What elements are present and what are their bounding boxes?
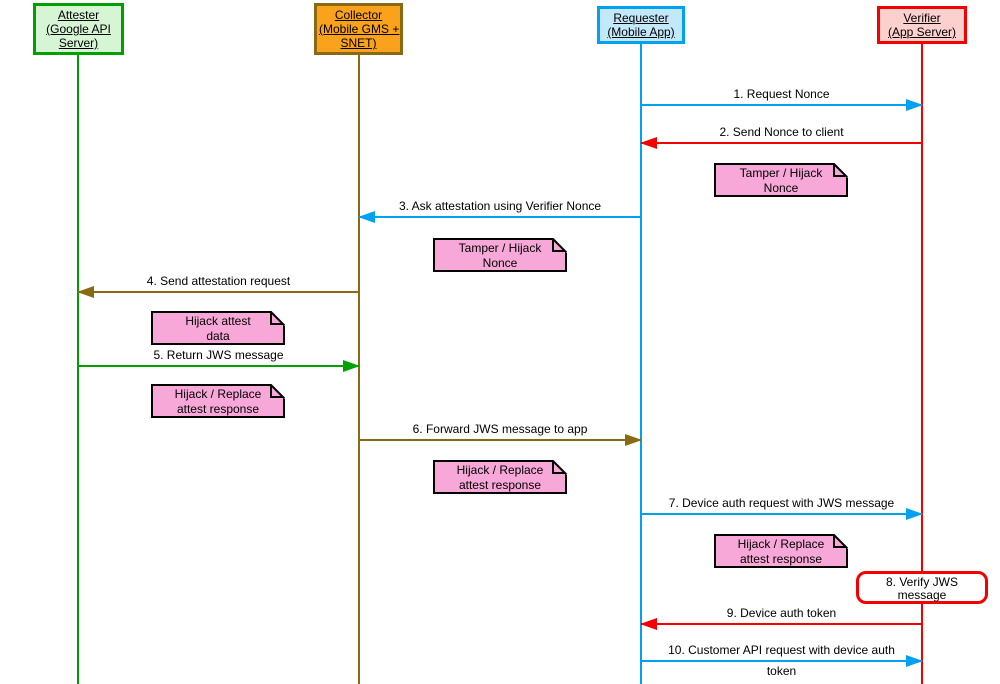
note-hijack-replace-attest-response-1: Hijack / Replace attest response (151, 384, 285, 418)
note-fold-icon (833, 163, 848, 178)
message-label: 9. Device auth token (726, 606, 837, 620)
message-label: 6. Forward JWS message to app (412, 422, 588, 436)
note-text-line1: Tamper / Hijack (739, 166, 823, 180)
participant-collector-box: Collector (Mobile GMS + SNET) (314, 3, 403, 55)
message-10-customer-api-request: 10. Customer API request with device aut… (641, 638, 923, 678)
message-label: 7. Device auth request with JWS message (668, 496, 895, 510)
note-text-line2: attest response (176, 402, 260, 416)
message-2-send-nonce: 2. Send Nonce to client (640, 120, 922, 149)
participant-attester-box: Attester (Google API Server) (33, 3, 124, 55)
message-arrow-line (78, 365, 359, 367)
lifeline-attester (77, 40, 79, 684)
message-arrow-line (641, 660, 922, 662)
note-text-line2: attest response (739, 552, 823, 566)
arrowhead-right-icon (625, 434, 642, 446)
message-1-request-nonce: 1. Request Nonce (641, 82, 923, 111)
message-4-send-attestation-request: 4. Send attestation request (77, 269, 359, 298)
note-text-line2: Nonce (482, 256, 518, 270)
message-arrow-line (359, 216, 641, 218)
message-7-device-auth-request: 7. Device auth request with JWS message (641, 491, 923, 520)
note-text-line2: data (206, 329, 230, 343)
participant-requester-sub1: (Mobile App) (607, 25, 675, 39)
note-text-line1: Tamper / Hijack (458, 241, 542, 255)
message-arrow-line (641, 513, 922, 515)
participant-attester-sub2: Server) (58, 36, 99, 50)
self-action-line1: 8. Verify JWS (885, 575, 959, 589)
note-fold-icon (552, 238, 567, 253)
note-text-line2: Nonce (763, 181, 799, 195)
note-text-line2: attest response (458, 478, 542, 492)
note-fold-icon (552, 460, 567, 475)
note-hijack-replace-attest-response-3: Hijack / Replace attest response (714, 534, 848, 568)
participant-collector-sub1: (Mobile GMS + (319, 22, 400, 36)
message-label: 1. Request Nonce (733, 87, 830, 101)
message-6-forward-jws: 6. Forward JWS message to app (359, 417, 642, 446)
participant-requester-name: Requester (613, 11, 669, 25)
participant-attester-sub1: (Google API (46, 22, 111, 36)
participant-collector-name: Collector (334, 8, 383, 22)
self-action-verify-jws-box: 8. Verify JWS message (856, 571, 988, 604)
message-5-return-jws: 5. Return JWS message (78, 343, 360, 372)
arrowhead-right-icon (343, 360, 360, 372)
arrowhead-left-icon (358, 211, 375, 223)
message-label: 4. Send attestation request (146, 274, 291, 288)
participant-verifier-sub1: (App Server) (887, 25, 957, 39)
note-text-line1: Hijack / Replace (737, 537, 825, 551)
self-action-line2: message (897, 588, 947, 602)
lifeline-requester (640, 40, 642, 684)
message-label: 10. Customer API request with device aut… (668, 643, 895, 657)
arrowhead-right-icon (906, 99, 923, 111)
message-arrow-line (641, 104, 922, 106)
participant-collector-sub2: SNET) (340, 36, 377, 50)
message-label: 2. Send Nonce to client (719, 125, 844, 139)
arrowhead-left-icon (640, 137, 657, 149)
message-arrow-line (641, 142, 922, 144)
arrowhead-right-icon (906, 508, 923, 520)
lifeline-verifier (921, 40, 923, 684)
note-tamper-hijack-nonce-2: Tamper / Hijack Nonce (433, 238, 567, 272)
message-arrow-line (359, 439, 641, 441)
message-label: 5. Return JWS message (153, 348, 284, 362)
participant-verifier-name: Verifier (903, 11, 941, 25)
arrowhead-left-icon (640, 618, 657, 630)
note-text-line1: Hijack / Replace (456, 463, 544, 477)
note-fold-icon (833, 534, 848, 549)
note-text-line1: Hijack attest (185, 314, 251, 328)
participant-requester-box: Requester (Mobile App) (597, 6, 685, 44)
message-arrow-line (641, 623, 922, 625)
arrowhead-left-icon (77, 286, 94, 298)
note-hijack-attest-data: Hijack attest data (151, 311, 285, 345)
message-9-device-auth-token: 9. Device auth token (640, 601, 922, 630)
arrowhead-right-icon (906, 655, 923, 667)
participant-attester-name: Attester (57, 8, 100, 22)
note-fold-icon (270, 311, 285, 326)
message-label: 3. Ask attestation using Verifier Nonce (398, 199, 602, 213)
note-hijack-replace-attest-response-2: Hijack / Replace attest response (433, 460, 567, 494)
note-tamper-hijack-nonce-1: Tamper / Hijack Nonce (714, 163, 848, 197)
participant-verifier-box: Verifier (App Server) (877, 6, 967, 44)
note-text-line1: Hijack / Replace (174, 387, 262, 401)
note-fold-icon (270, 384, 285, 399)
message-arrow-line (78, 291, 359, 293)
message-3-ask-attestation: 3. Ask attestation using Verifier Nonce (358, 194, 641, 223)
message-label-line2: token (766, 664, 797, 678)
